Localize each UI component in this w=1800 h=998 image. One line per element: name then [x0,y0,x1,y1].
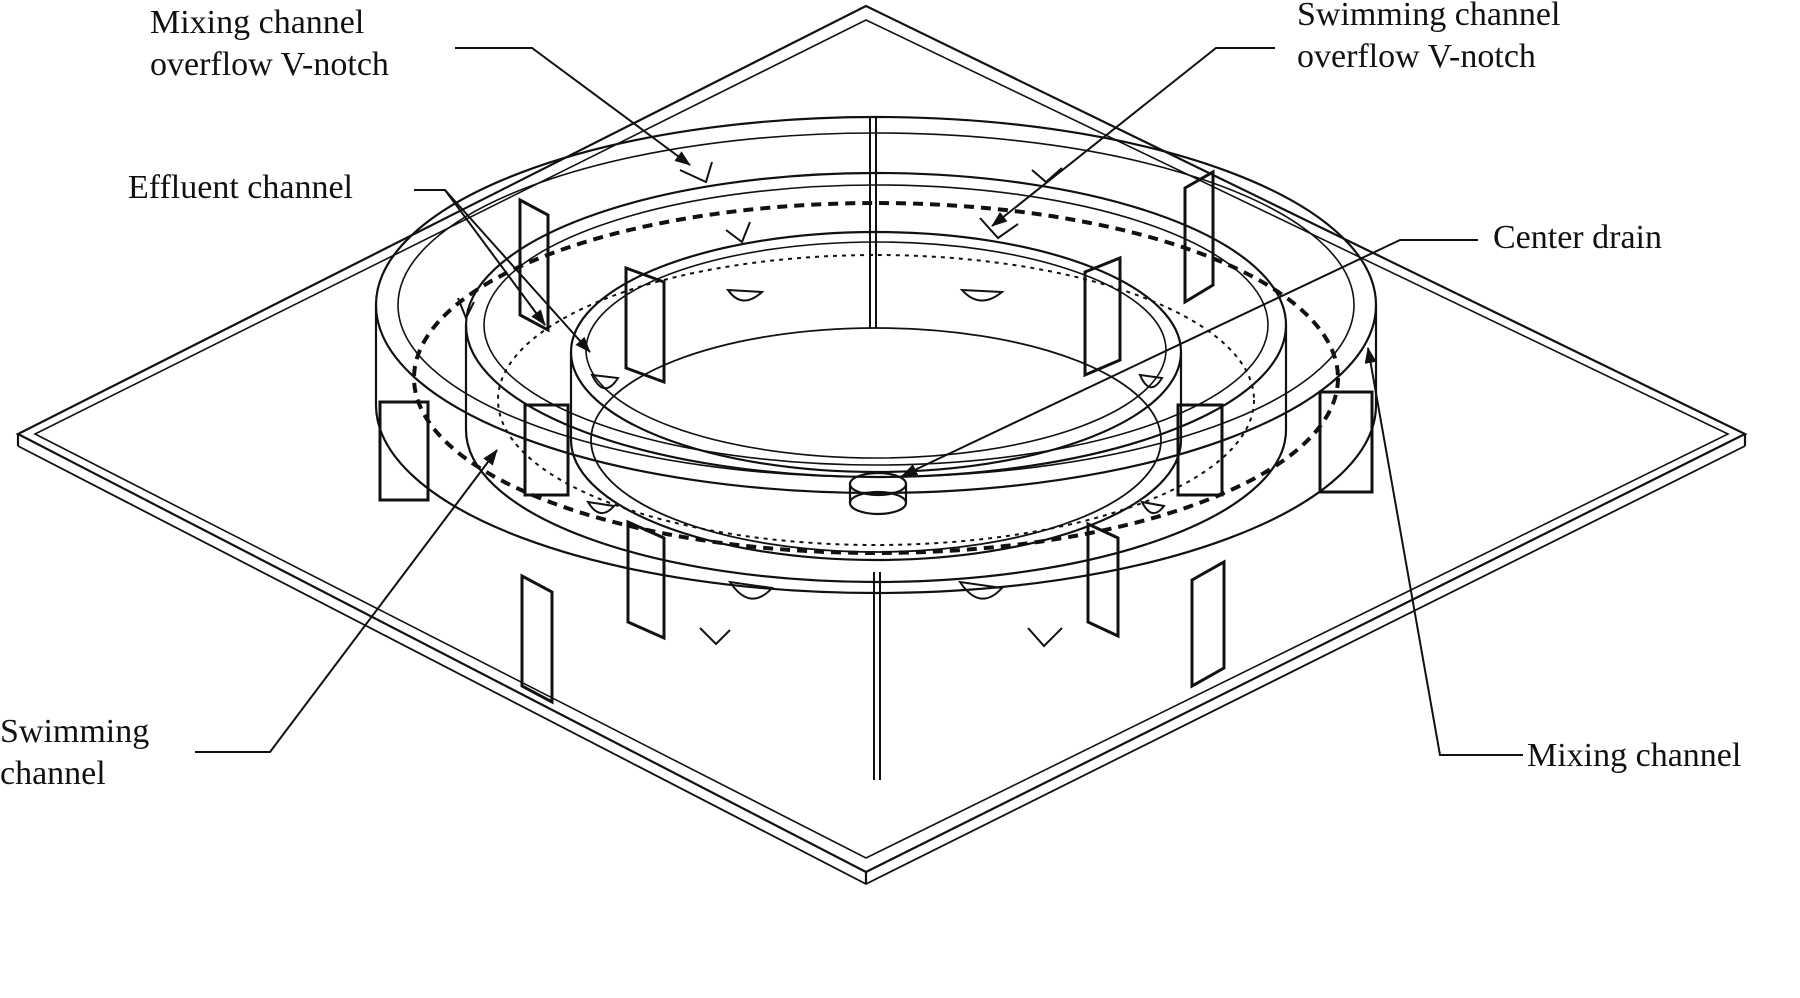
tank-floor [590,327,1162,553]
label-effluent-channel: Effluent channel [128,169,354,206]
leader-lines [195,47,1523,756]
label-mixing-vnotch: Mixing channel overflow V-notch [150,2,389,86]
seams [869,118,881,780]
label-swimming-channel-line2: channel [0,755,106,792]
v-notches [457,161,1166,648]
swimming-overflow-line [497,254,1255,546]
baffles [378,169,1374,705]
label-mixing-vnotch-line1: Mixing channel [150,4,365,41]
middle-wall [464,171,1288,584]
label-swimming-channel-line1: Swimming [0,713,150,750]
mixing-overflow-line [412,201,1340,555]
base-plate [15,4,1748,886]
center-drain-pipe [848,471,908,516]
label-swimming-vnotch-line1: Swimming channel [1297,0,1561,33]
label-swimming-vnotch: Swimming channel overflow V-notch [1297,0,1560,78]
label-mixing-vnotch-line2: overflow V-notch [150,46,389,83]
label-swimming-vnotch-line2: overflow V-notch [1297,38,1536,75]
label-mixing-channel: Mixing channel [1527,737,1742,774]
label-swimming-channel: Swimming channel [0,711,149,795]
label-center-drain: Center drain [1493,219,1662,256]
